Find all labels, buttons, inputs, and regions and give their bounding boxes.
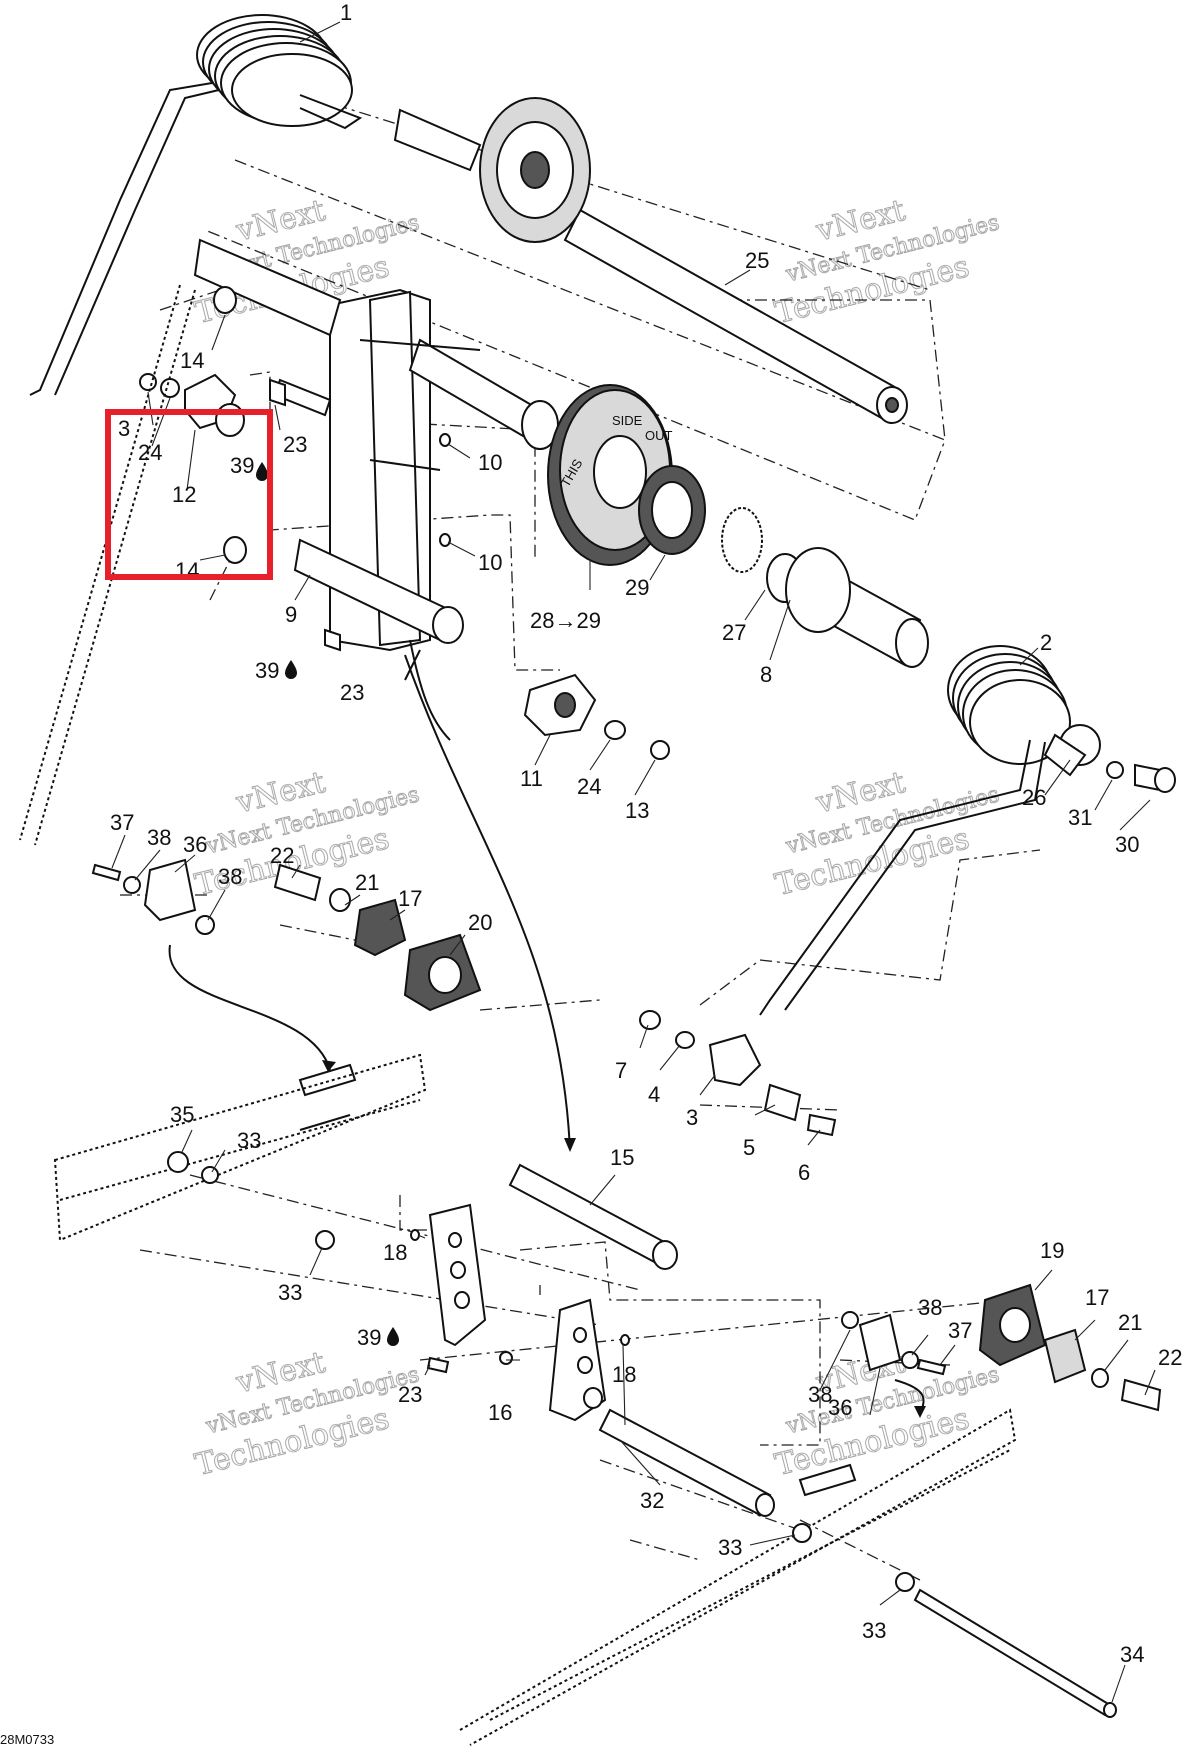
callout-38: 38 — [147, 825, 171, 850]
torsion-spring-left — [29, 14, 363, 396]
drawing-reference: 28M0733 — [0, 1732, 54, 1747]
callout-9: 9 — [285, 602, 297, 627]
oil-drop-icon — [285, 660, 297, 679]
callout-17: 17 — [1085, 1285, 1109, 1310]
callout-29: 29 — [625, 575, 649, 600]
oil-drop-icon — [256, 462, 268, 481]
callout-6: 6 — [798, 1160, 810, 1185]
callout-18: 18 — [612, 1362, 636, 1387]
bushing-washer-bolt-right — [1043, 724, 1176, 793]
callout-37: 37 — [948, 1318, 972, 1343]
callout-39: 39 — [230, 453, 254, 478]
callout-4: 4 — [648, 1082, 660, 1107]
callout-27: 27 — [722, 620, 746, 645]
callout-21: 21 — [355, 870, 379, 895]
flow-arrows — [168, 654, 926, 1418]
callout-15: 15 — [610, 1145, 634, 1170]
callout-17: 17 — [398, 886, 422, 911]
lower-left-rail — [53, 1053, 427, 1250]
callout-38: 38 — [218, 864, 242, 889]
callout-12: 12 — [172, 482, 196, 507]
callout-39: 39 — [357, 1325, 381, 1350]
callout-5: 5 — [743, 1135, 755, 1160]
bearing-and-spacers — [638, 465, 929, 668]
callout-28-to-29: 28→29 — [530, 608, 601, 633]
bumper-cluster-left — [91, 858, 482, 1012]
callout-3: 3 — [118, 416, 130, 441]
callout-22: 22 — [270, 843, 294, 868]
callout-33: 33 — [718, 1535, 742, 1560]
callout-33: 33 — [237, 1128, 261, 1153]
callout-38: 38 — [918, 1295, 942, 1320]
callout-32: 32 — [640, 1488, 664, 1513]
callout-18: 18 — [383, 1240, 407, 1265]
callout-26: 26 — [1022, 785, 1046, 810]
callout-23: 23 — [283, 432, 307, 457]
callout-22: 22 — [1158, 1345, 1182, 1370]
callout-23: 23 — [398, 1382, 422, 1407]
callout-3: 3 — [686, 1105, 698, 1130]
callout-34: 34 — [1120, 1642, 1144, 1667]
lower-right-rail — [459, 1408, 1117, 1746]
callout-36: 36 — [183, 832, 207, 857]
callout-16: 16 — [488, 1400, 512, 1425]
callout-36: 36 — [828, 1395, 852, 1420]
callout-labels: 1 2 3 3 4 5 6 7 8 9 10 10 11 12 13 14 14… — [110, 0, 1182, 1667]
oil-drop-icon — [387, 1327, 399, 1346]
callout-24: 24 — [138, 440, 162, 465]
cam-3-cluster — [639, 1010, 837, 1137]
callout-35: 35 — [170, 1102, 194, 1127]
wheel-side-text: SIDE — [612, 413, 643, 428]
callout-30: 30 — [1115, 832, 1139, 857]
wheel-out-text: OUT — [645, 428, 673, 443]
callout-33: 33 — [278, 1280, 302, 1305]
leader-lines — [111, 21, 1156, 1703]
callout-13: 13 — [625, 798, 649, 823]
callout-24: 24 — [577, 774, 601, 799]
callout-8: 8 — [760, 662, 772, 687]
highlight-box — [105, 409, 273, 580]
oil-drop-icons — [256, 462, 399, 1346]
callout-10: 10 — [478, 550, 502, 575]
cam-11-cluster — [523, 673, 670, 760]
torsion-spring-right — [759, 645, 1071, 1016]
callout-20: 20 — [468, 910, 492, 935]
callout-2: 2 — [1040, 630, 1052, 655]
callout-33: 33 — [862, 1618, 886, 1643]
callout-25: 25 — [745, 248, 769, 273]
callout-19: 19 — [1040, 1238, 1064, 1263]
callout-10: 10 — [478, 450, 502, 475]
long-shaft — [393, 108, 908, 424]
callout-39: 39 — [255, 658, 279, 683]
callout-21: 21 — [1118, 1310, 1142, 1335]
callout-37: 37 — [110, 810, 134, 835]
callout-31: 31 — [1068, 805, 1092, 830]
idler-wheel-top — [479, 97, 591, 243]
callout-11: 11 — [520, 766, 543, 791]
callout-7: 7 — [615, 1058, 627, 1083]
callout-38: 38 — [808, 1382, 832, 1407]
bumper-cluster-right — [841, 1283, 1162, 1412]
callout-14: 14 — [180, 348, 204, 373]
callout-1: 1 — [340, 0, 352, 25]
callout-23: 23 — [340, 680, 364, 705]
left-rail-outline — [19, 284, 196, 846]
rear-arm-assembly — [410, 1163, 775, 1517]
